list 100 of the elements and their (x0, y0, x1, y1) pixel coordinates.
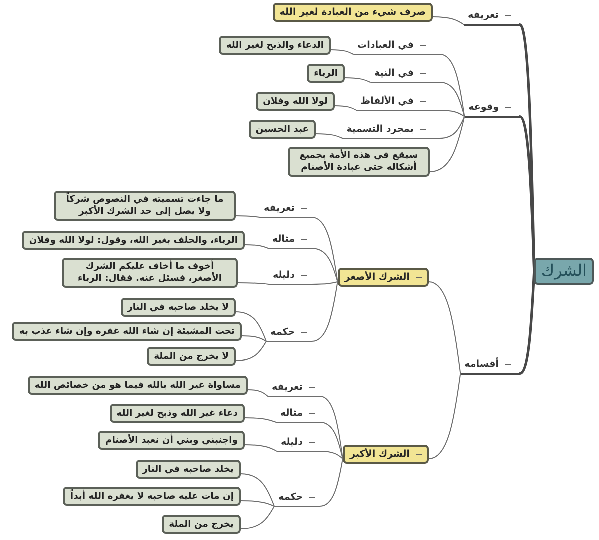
branch-node (277, 436, 320, 452)
note-box (219, 36, 331, 55)
branch-node (356, 95, 440, 111)
note-box (120, 298, 236, 317)
branch-node (460, 358, 520, 375)
connector-line (244, 418, 277, 423)
topic-text: صرف شيء من العبادة لغير الله (280, 6, 426, 19)
note-text: لا يخلد صاحبه في النار (128, 301, 229, 314)
note-text: تحت المشيئة إن شاء الله غفره وإن شاء عذب به (19, 325, 235, 338)
note-text: مساواة غير الله بالله فيما هو من خصائص الله (34, 379, 241, 392)
note-box (28, 376, 248, 395)
note-box (98, 431, 245, 450)
connector-line (430, 116, 466, 172)
note-text: واجنبني وبني أن نعبد الأصنام (105, 434, 238, 447)
connector-line (236, 216, 260, 218)
connector-line (240, 474, 275, 507)
connector-line (248, 390, 268, 397)
root-label: الشرك (541, 261, 587, 281)
connector-line (440, 82, 466, 118)
connector-line (236, 341, 267, 362)
note-box (136, 460, 241, 479)
branch-label: حكمه (270, 326, 295, 339)
branch-label: وقوعه (468, 101, 499, 114)
note-box (288, 147, 430, 177)
note-box (63, 487, 241, 506)
branch-label: في النية (374, 67, 414, 80)
branch-label: تعريفه (264, 202, 295, 215)
note-box (307, 64, 345, 83)
connector-line (238, 282, 270, 285)
branch-node (464, 9, 520, 26)
note-box (248, 120, 316, 139)
connector-line (236, 312, 267, 342)
branch-label: أقسامه (464, 358, 499, 371)
note-text: يخلد صاحبه في النار (142, 463, 234, 476)
branch-node (370, 67, 440, 83)
connector-line (518, 270, 536, 376)
note-text: يخرج من الملة (169, 518, 234, 531)
note-text: لا يخرج من الملة (154, 350, 229, 363)
connector-line (428, 373, 462, 460)
root-box (534, 258, 594, 285)
note-box (22, 231, 245, 250)
branch-label: بمجرد التسمية (346, 123, 414, 136)
note-box (54, 191, 236, 221)
connector-line (320, 422, 344, 460)
note-text: الرياء (314, 67, 338, 80)
connector-line (330, 50, 354, 55)
connector-line (432, 16, 464, 26)
connector-line (320, 451, 344, 460)
branch-node (268, 381, 320, 397)
connector-line (312, 248, 338, 282)
note-box (110, 404, 245, 423)
topic-box (342, 445, 429, 464)
note-text: دعاء غير الله وذبح لغير الله (116, 407, 238, 420)
note-text: سيقع في هذه الأمة بجميع أشكاله حتى عبادة الأصنام (298, 150, 420, 174)
connector-line (240, 506, 275, 530)
branch-node (260, 202, 312, 218)
note-text: عبد الحسين (256, 123, 309, 136)
note-text: إن مات عليه صاحبه لا يغفره الله أبداً (70, 490, 234, 503)
branch-label: حكمه (278, 491, 303, 504)
connector-line (334, 106, 358, 111)
connector-line (344, 78, 372, 83)
connector-line (320, 458, 344, 507)
branch-label: في الألفاظ (360, 95, 414, 108)
note-box (162, 515, 241, 534)
branch-label: تعريفه (468, 9, 499, 22)
note-box (62, 258, 238, 288)
note-text: ما جاءت تسميته في النصوص شركاً ولا يصل إلى حد الشرك الأكبر (65, 194, 225, 218)
branch-label: مثاله (272, 233, 295, 246)
topic-box (272, 3, 433, 22)
connector-line (428, 282, 462, 374)
branch-node (269, 269, 312, 285)
connector-line (244, 444, 278, 452)
connector-line (440, 116, 466, 139)
connector-line (312, 282, 338, 342)
note-box (256, 92, 335, 111)
connector-line (440, 110, 466, 118)
branch-label: في العبادات (358, 39, 414, 52)
note-box (147, 347, 236, 366)
branch-node (354, 39, 440, 55)
note-text: أخوف ما أخاف عليكم الشرك الأصغر، فسئل عنه. فقال: الرياء (76, 261, 224, 285)
branch-node (276, 407, 320, 423)
branch-node (266, 326, 312, 342)
branch-label: تعريفه (272, 381, 303, 394)
connector-line (312, 282, 338, 285)
branch-label: دليله (281, 436, 303, 449)
branch-node (274, 491, 320, 507)
branch-node (342, 123, 440, 139)
branch-node (268, 233, 312, 249)
topic-text: الشرك الأصغر (344, 271, 410, 284)
branch-label: مثاله (280, 407, 303, 420)
note-text: لولا الله وفلان (263, 95, 328, 108)
connector-line (518, 115, 536, 273)
connector-line (242, 336, 267, 342)
connector-line (240, 500, 275, 507)
connector-line (440, 54, 466, 118)
branch-node (464, 101, 520, 118)
topic-text: الشرك الأكبر (350, 448, 410, 461)
note-text: الدعاء والذبح لغير الله (226, 39, 324, 52)
branch-label: دليله (273, 269, 295, 282)
note-box (12, 322, 242, 341)
